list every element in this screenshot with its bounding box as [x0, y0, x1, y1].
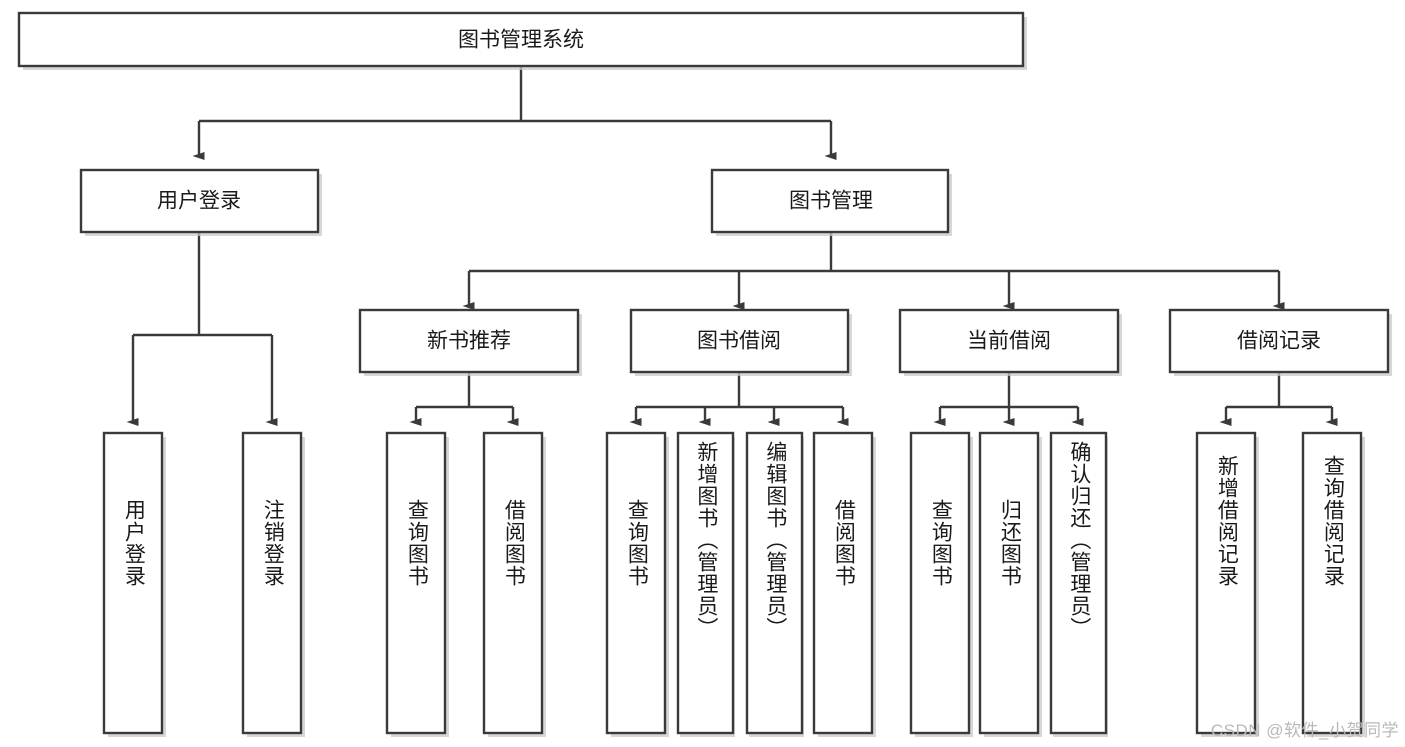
node-leaf-confirm-return[interactable]: [1049, 431, 1108, 735]
connector-layer: [126, 66, 1338, 426]
node-label-book-manage: 图书管理: [789, 190, 873, 213]
node-book-management-system[interactable]: [17, 11, 1025, 68]
node-user-login[interactable]: [79, 168, 320, 234]
csdn-watermark: CSDN @软件_小贺同学: [1210, 721, 1399, 740]
node-book-manage[interactable]: [710, 168, 950, 234]
node-leaf-add-record[interactable]: [1195, 431, 1257, 735]
node-leaf-borrow-book-2[interactable]: [812, 431, 874, 735]
node-new-book-recommend[interactable]: [358, 308, 580, 374]
node-label-book-borrow: 图书借阅: [697, 330, 781, 353]
node-current-borrow[interactable]: [898, 308, 1120, 374]
node-label-borrow-record: 借阅记录: [1237, 330, 1321, 353]
node-label-user-login: 用户登录: [157, 190, 241, 213]
node-label-root: 图书管理系统: [458, 29, 584, 52]
node-leaf-edit-book[interactable]: [745, 431, 804, 735]
node-leaf-query-book-3[interactable]: [909, 431, 971, 735]
node-leaf-user-login[interactable]: [102, 431, 164, 735]
node-label-new-book-recommend: 新书推荐: [427, 330, 511, 353]
node-leaf-query-book-2[interactable]: [605, 431, 667, 735]
box-layer: 图书管理系统 用户登录 图书管理 新书推荐 图书借阅 当前借阅 借阅记录: [17, 11, 1390, 735]
node-leaf-query-book-1[interactable]: [385, 431, 447, 735]
node-leaf-query-record[interactable]: [1301, 431, 1363, 735]
node-leaf-return-book[interactable]: [978, 431, 1040, 735]
node-book-borrow[interactable]: [629, 308, 850, 374]
node-leaf-add-book[interactable]: [676, 431, 735, 735]
node-leaf-user-logout[interactable]: [241, 431, 303, 735]
node-label-current-borrow: 当前借阅: [967, 330, 1051, 353]
node-leaf-borrow-book-1[interactable]: [482, 431, 544, 735]
node-borrow-record[interactable]: [1168, 308, 1390, 374]
